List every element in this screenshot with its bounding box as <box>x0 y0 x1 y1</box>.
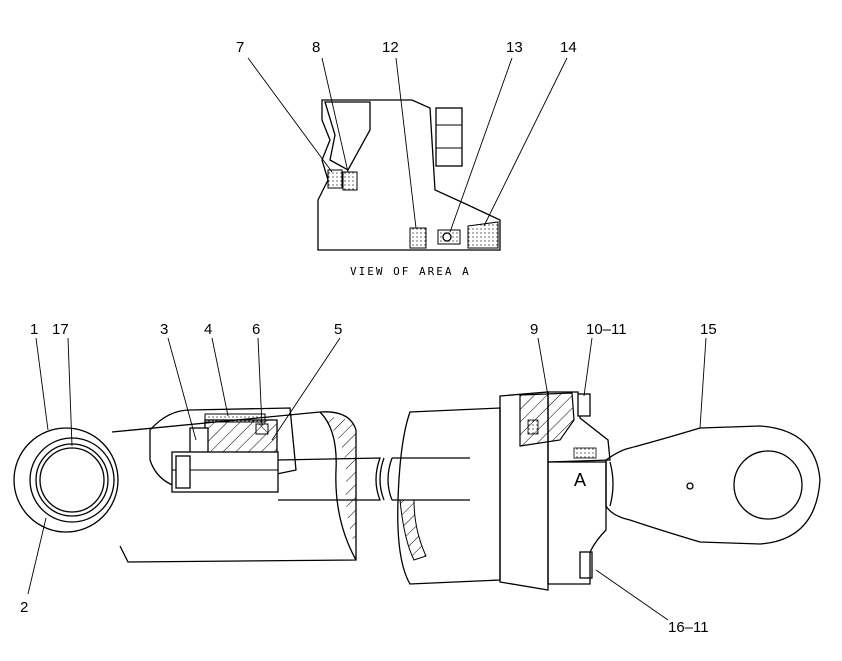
leader-12 <box>395 57 417 229</box>
leader-7 <box>247 57 333 173</box>
detail-view-area-a: 7 8 12 13 14 VIEW OF AREA A <box>236 39 577 278</box>
leader-14 <box>483 57 568 227</box>
callout-4: 4 <box>204 321 212 338</box>
leader-8 <box>321 57 349 173</box>
leader-4 <box>211 337 229 417</box>
callout-12: 12 <box>382 39 399 56</box>
piston-rod-right <box>392 457 470 501</box>
callout-6: 6 <box>252 321 260 338</box>
leader-17 <box>67 337 73 447</box>
callout-7: 7 <box>236 39 244 56</box>
callout-5: 5 <box>334 321 342 338</box>
callout-8: 8 <box>312 39 320 56</box>
cylinder-tube-right <box>397 407 501 585</box>
wear-ring-4 <box>204 413 266 423</box>
callout-14: 14 <box>560 39 577 56</box>
callout-16-11: 16–11 <box>668 619 709 636</box>
callout-10-11: 10–11 <box>586 321 627 338</box>
rod-eye-15 <box>605 425 821 545</box>
leader-2 <box>27 517 47 595</box>
leader-6 <box>257 337 263 427</box>
callout-13: 13 <box>506 39 523 56</box>
leader-15 <box>699 337 707 429</box>
bolt-16-11 <box>579 551 593 579</box>
callout-1: 1 <box>30 321 38 338</box>
main-callouts: 1 17 2 3 4 6 5 9 10–11 15 16–11 <box>20 321 717 636</box>
head-end-eye <box>13 427 119 533</box>
gland-section <box>519 392 575 447</box>
callout-2: 2 <box>20 599 28 616</box>
leader-10-11 <box>583 337 593 397</box>
leader-5 <box>271 337 341 441</box>
leader-16-11 <box>595 569 669 621</box>
callout-17: 17 <box>52 321 69 338</box>
cylinder-head-9 <box>499 391 549 591</box>
bolt-10-11 <box>577 393 591 417</box>
rod-eye-bore <box>733 450 803 520</box>
cylinder-assembly: A <box>13 391 821 591</box>
head-flange <box>547 461 607 585</box>
grease-fitting <box>686 482 694 490</box>
leader-3 <box>167 337 197 441</box>
leader-9 <box>537 337 549 397</box>
leader-1 <box>35 337 49 431</box>
area-a-marker: A <box>574 470 586 490</box>
detail-seal-7 <box>327 169 343 189</box>
callout-15: 15 <box>700 321 717 338</box>
detail-seal-8 <box>342 171 358 191</box>
detail-seal-12 <box>409 227 427 249</box>
eye-outer-ring <box>13 427 119 533</box>
leader-13 <box>449 57 513 233</box>
tube-break-left <box>319 411 357 561</box>
callout-3: 3 <box>160 321 168 338</box>
callout-9: 9 <box>530 321 538 338</box>
detail-wiper-14 <box>467 221 499 249</box>
detail-bolt-head <box>435 107 463 167</box>
caption-view-of-area-a: VIEW OF AREA A <box>350 265 471 278</box>
detail-upper-wedge <box>324 101 371 171</box>
eye-bore <box>39 447 105 513</box>
piston-rod-left <box>277 457 381 501</box>
